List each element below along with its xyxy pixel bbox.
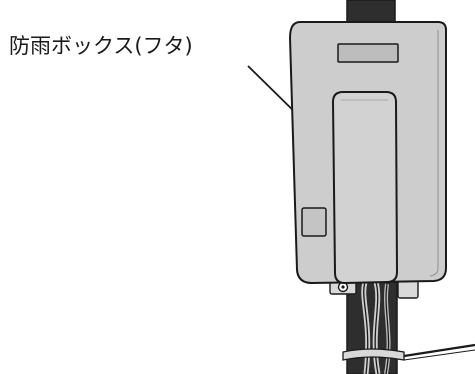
- box-cover: [331, 91, 399, 285]
- cables: [361, 281, 391, 374]
- cable-tie: [342, 343, 475, 361]
- callout-label-rain-box-cover: 防雨ボックス(フタ): [9, 34, 193, 58]
- side-window: [301, 207, 327, 237]
- top-slot: [337, 43, 399, 63]
